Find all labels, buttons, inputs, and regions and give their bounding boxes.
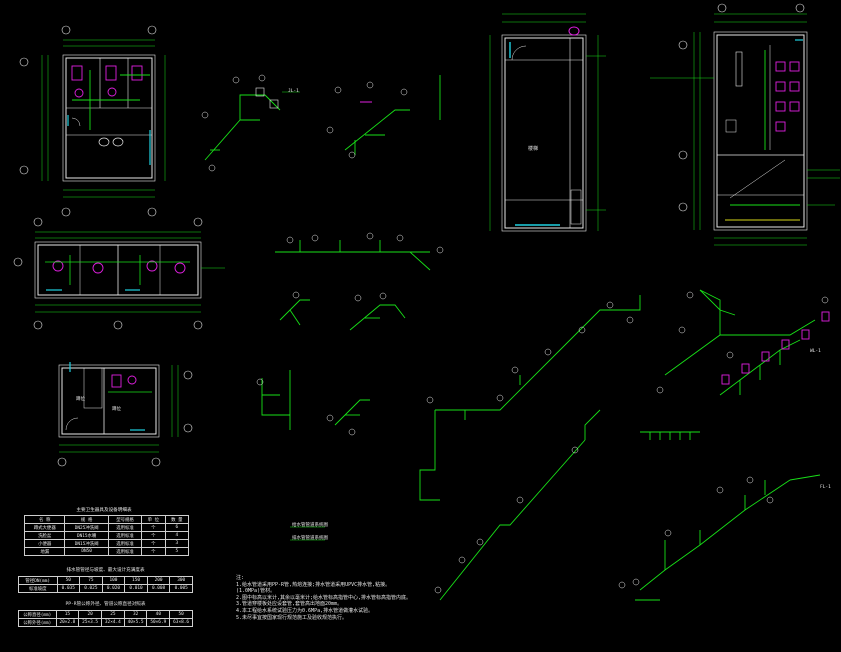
table-row: 地漏 DN50 选用标准 个 5 <box>23 547 190 556</box>
isometric-diagram-5 <box>256 370 370 436</box>
table-header-cell: 25 <box>100 610 125 619</box>
table-cell: 32×4.4 <box>100 618 125 627</box>
table-header-cell: 40 <box>146 610 171 619</box>
pipe-size-table: 公称直径(mm) 15 20 25 32 40 50 公称外径(mm) 20×2… <box>18 610 193 627</box>
table-cell: 个 <box>141 539 166 548</box>
room-label-a: 蹲位 <box>76 395 85 402</box>
table-cell: 40×5.5 <box>123 618 148 627</box>
drain-system-lower <box>618 474 821 601</box>
stair-label: 楼梯 <box>528 145 538 152</box>
table-header-cell: 公称直径(mm) <box>18 610 57 619</box>
table-cell: 63×8.6 <box>169 618 193 627</box>
table3-title: PP-R管公称外径、管道公称直径对照表 <box>65 602 146 607</box>
table-row: 标准坡度 0.035 0.025 0.020 0.010 0.008 0.005 <box>18 584 193 593</box>
design-notes: 注: 1.给水管道采用PP-R管,热熔连接;排水管道采用UPVC排水管,粘接。 … <box>236 575 536 621</box>
table-header-cell: 管径DN(mm) <box>18 576 58 585</box>
table-header-row: 公称直径(mm) 15 20 25 32 40 50 <box>18 610 193 619</box>
table-cell: 标准坡度 <box>18 584 58 593</box>
isometric-diagram-4 <box>279 291 406 331</box>
table-cell: 50×6.9 <box>146 618 171 627</box>
table-header-cell: 型号规格 <box>107 515 143 524</box>
legend-label-2: 排水管管道系统图 <box>292 534 328 541</box>
table-cell: DN15冲洗阀 <box>64 539 109 548</box>
table-row: 小便器 DN15冲洗阀 选用标准 个 3 <box>23 539 190 548</box>
table-cell: 选用标准 <box>107 539 143 548</box>
table-cell: 6 <box>164 523 190 532</box>
table1-title: 主要卫生器具及设备明细表 <box>76 508 132 513</box>
table-cell: 0.035 <box>56 584 81 593</box>
table-header-cell: 50 <box>56 576 81 585</box>
table-cell: DN50 <box>64 547 109 556</box>
table-cell: 4 <box>164 531 190 540</box>
table-cell: DN25冲洗阀 <box>64 523 109 532</box>
table-cell: 0.010 <box>124 584 148 593</box>
table-cell: 公称外径(mm) <box>18 618 57 627</box>
table-header-cell: 32 <box>123 610 148 619</box>
table-header-cell: 名 称 <box>23 515 66 524</box>
toilet-plan-4 <box>650 3 840 246</box>
note-line: (1.0MPa)管材。 <box>236 588 276 595</box>
toilet-plan-1 <box>19 25 166 217</box>
table-row: 洗脸盆 DN15水嘴 选用标准 个 4 <box>23 531 190 540</box>
pipe-label-w1: WL-1 <box>810 348 821 354</box>
table-cell: 小便器 <box>23 539 66 548</box>
table-cell: 选用标准 <box>107 547 143 556</box>
table-cell: 选用标准 <box>107 523 143 532</box>
table-header-cell: 数 量 <box>164 515 190 524</box>
table-header-cell: 15 <box>55 610 80 619</box>
stair-plan: 楼梯 <box>489 13 606 232</box>
drain-system-right <box>640 289 830 440</box>
table-header-cell: 50 <box>169 610 193 619</box>
pipe-label-j1: JL-1 <box>288 88 299 94</box>
isometric-diagram-1 <box>201 74 300 172</box>
table-header-cell: 20 <box>78 610 102 619</box>
table-cell: 0.025 <box>79 584 103 593</box>
table-header-cell: 单 位 <box>141 515 166 524</box>
isometric-diagram-main <box>419 295 641 601</box>
table-cell: 5 <box>164 547 190 556</box>
table-cell: 3 <box>164 539 190 548</box>
isometric-diagram-3 <box>275 232 444 271</box>
notes-title: 注: <box>236 575 245 581</box>
table-row: 蹲式大便器 DN25冲洗阀 选用标准 个 6 <box>23 523 190 532</box>
note-line: 4.本工程给水系统试验压力为0.6MPa,排水管道做灌水试验。 <box>236 607 374 614</box>
room-label-b: 蹲位 <box>112 405 121 412</box>
legend: 给水管管道系统图 排水管管道系统图 <box>290 521 328 541</box>
table-cell: 选用标准 <box>107 531 143 540</box>
table-header-row: 名 称 规 格 型号规格 单 位 数 量 <box>23 515 190 524</box>
table-cell: 个 <box>141 523 166 532</box>
table-header-cell: 300 <box>169 576 193 585</box>
table-row: 公称外径(mm) 20×2.8 25×3.5 32×4.4 40×5.5 50×… <box>18 618 193 627</box>
table-cell: 蹲式大便器 <box>23 523 66 532</box>
pipe-label-f1: FL-1 <box>820 484 831 490</box>
table-cell: 0.008 <box>146 584 171 593</box>
table-header-cell: 150 <box>124 576 148 585</box>
table-cell: 20×2.8 <box>55 618 80 627</box>
table-header-row: 管径DN(mm) 50 75 100 150 200 300 <box>18 576 193 585</box>
toilet-plan-2 <box>13 217 225 330</box>
table-cell: 个 <box>141 531 166 540</box>
table-header-cell: 75 <box>79 576 103 585</box>
table-header-cell: 200 <box>146 576 171 585</box>
note-line: 5.未尽事宜按国家现行规范施工及验收规范执行。 <box>236 614 348 621</box>
toilet-plan-3 <box>57 362 193 467</box>
table-header-cell: 规 格 <box>64 515 109 524</box>
table-cell: 洗脸盆 <box>23 531 66 540</box>
legend-label-1: 给水管管道系统图 <box>292 521 328 528</box>
note-line: 3.管道穿楼板处应设套管,套管高出地面20mm。 <box>236 601 343 608</box>
table2-title: 排水管管径与坡度、最大设计充满度表 <box>66 568 145 573</box>
table-header-cell: 100 <box>101 576 126 585</box>
table-cell: 个 <box>141 547 166 556</box>
table-cell: 25×3.5 <box>78 618 102 627</box>
table-cell: DN15水嘴 <box>64 531 109 540</box>
isometric-diagram-2 <box>326 75 441 159</box>
table-cell: 0.020 <box>101 584 126 593</box>
slope-table: 管径DN(mm) 50 75 100 150 200 300 标准坡度 0.03… <box>18 576 193 593</box>
note-line: 1.给水管道采用PP-R管,热熔连接;排水管道采用UPVC排水管,粘接。 <box>236 581 391 588</box>
note-line: 2.图中标高以米计,其余以毫米计;给水管标高指管中心,排水管标高指管内底。 <box>236 594 412 601</box>
table-cell: 地漏 <box>23 547 66 556</box>
table-cell: 0.005 <box>169 584 193 593</box>
fixture-table: 名 称 规 格 型号规格 单 位 数 量 蹲式大便器 DN25冲洗阀 选用标准 … <box>23 515 190 556</box>
